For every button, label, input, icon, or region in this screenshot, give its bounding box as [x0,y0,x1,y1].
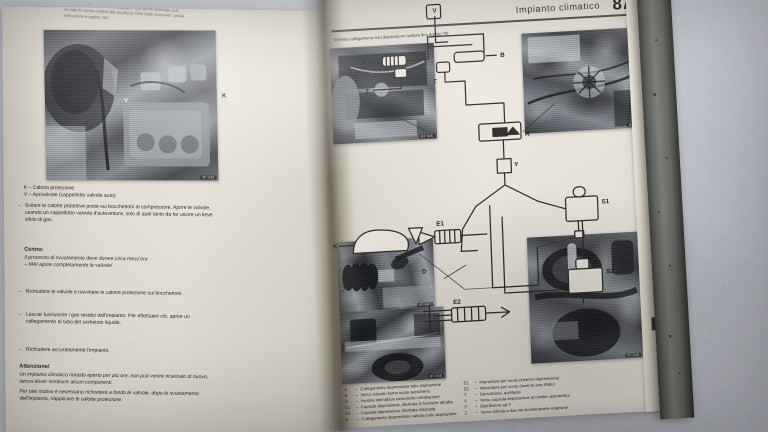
bullet-dash: – [19,346,23,353]
diagram-label-S1: S1 [601,198,609,205]
diagram-label-R: R [525,130,530,137]
key-line: V – Aprivalvole (cappellotto valvola aut… [23,191,116,199]
left-page-key-list: K – Calotta protezione V – Aprivalvole (… [24,185,220,202]
diagram-label-K: K [333,243,338,250]
bullet-text: Richiudere accuratamente l'impianto. [26,346,110,354]
left-page-bullet-2: – Richiudere le valvole e riavvitare le … [19,289,215,299]
diagram-label-E2: E2 [453,299,461,306]
warning-paragraph: Un impianto climatico rimasto aperto per… [19,371,209,386]
legend-column-left: A – Collegamento depressione tubo aspira… [344,382,456,423]
legend-key: K [345,417,349,423]
note-line: – MAI aprire completamente le valvole! [24,261,113,269]
bullet-text: Svitare le calotte protettive poste sui … [24,202,213,224]
diagram-label-A: A [361,59,366,66]
left-page: installazione dell'impianto climatizzato… [2,6,336,432]
legend-key: Z [464,410,468,416]
left-page-bullet-3: – Lasciar fuoriuscire i gas residui dall… [19,312,215,329]
diagram-label-S2: S2 [606,268,614,275]
photo-label-v: V [123,98,129,105]
left-page-bullet-1: – Svitare le calotte protettive poste su… [18,203,214,227]
left-page-warning: Attenzione! Un impianto climatico rimast… [19,364,215,405]
photo-label-k: K [221,93,227,100]
bullet-text: Lasciar fuoriuscire i gas residui dall'i… [25,311,190,327]
left-page-bullet-4: – Richiudere accuratamente l'impianto. [19,347,215,357]
diagram-label-D: D [422,268,427,275]
bullet-dash: – [17,202,21,209]
left-page-note: Cenno: Il processo di svuotamento deve d… [24,247,220,271]
photo-halftone [43,29,219,181]
legend-column-right: S1 – Interruttore per vuoto (inserire de… [463,375,570,417]
photo-code: 87-242 [200,175,217,180]
diagram-label-T: T [433,79,437,86]
diagram-label-B: B [500,52,505,59]
diagram-label-Z: Z [365,88,369,95]
diagram-label-Y: Y [514,161,519,168]
photo-shapes [43,44,211,181]
bullet-dash: – [18,288,22,295]
left-page-top-cutoff-text: installazione dell'impianto climatizzato… [64,6,239,27]
warning-paragraph: Per tale motivo è necessario richiudere … [19,388,199,403]
diagram-label-V: V [432,7,437,14]
open-book: installazione dell'impianto climatizzato… [2,0,695,432]
bullet-text: Richiudere le valvole e riavvitare le ca… [25,288,183,297]
photo-compressor-valves: 87-242 [43,29,219,181]
right-page: Impianto climatico 87 Schema collegament… [321,0,660,429]
diagram-label-E1: E1 [436,220,444,227]
vacuum-hose-diagram: A B Z T R Y K E1 E2 S1 S2 D V [333,3,614,332]
bullet-dash: – [18,311,22,318]
